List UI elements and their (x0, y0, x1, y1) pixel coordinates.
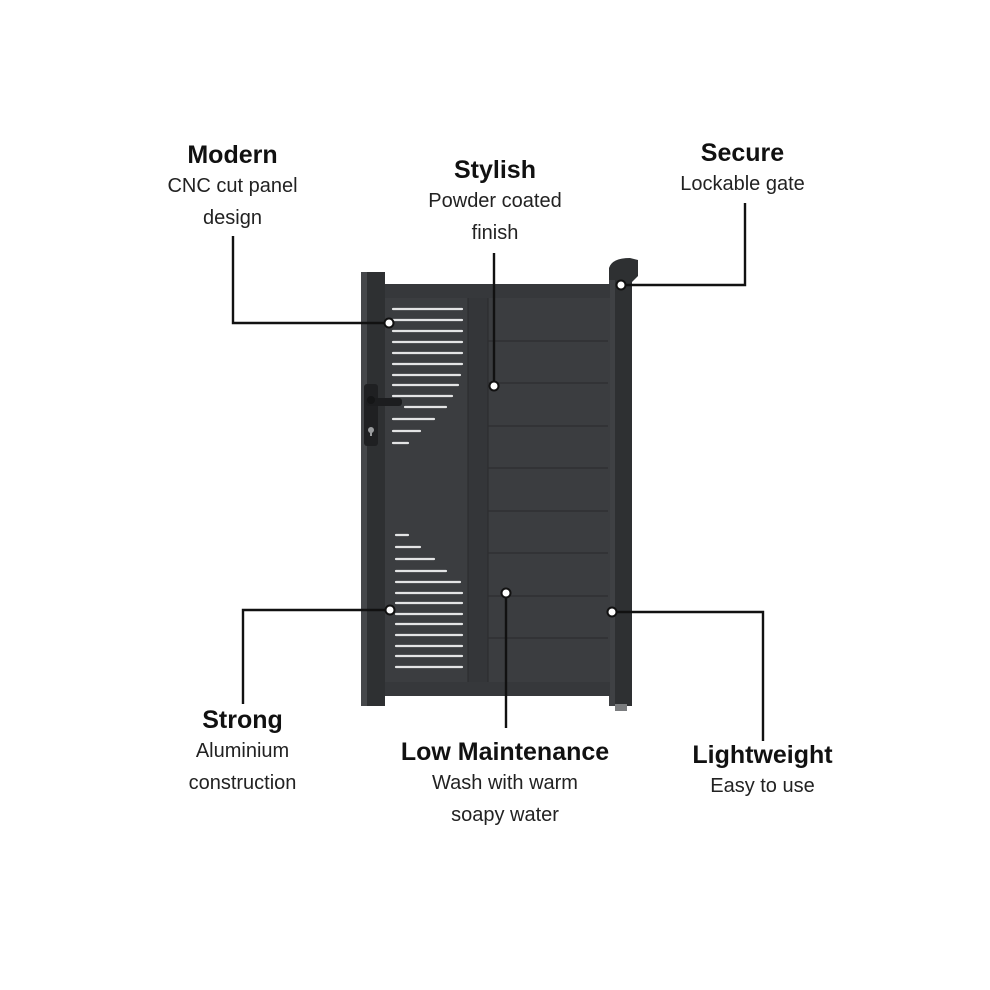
callout-desc-line1: Powder coated (428, 190, 562, 212)
leader-modern (231, 236, 389, 325)
callout-desc-line2: design (203, 207, 262, 229)
callout-desc-line1: Easy to use (710, 775, 815, 797)
leader-lines (231, 203, 765, 741)
callout-strong: Strong Aluminium construction (160, 705, 325, 799)
leader-dots (383, 279, 627, 618)
keyhole-icon (368, 427, 374, 436)
callout-desc-line2: soapy water (451, 804, 559, 826)
callout-lightweight: Lightweight Easy to use (675, 740, 850, 802)
callout-title: Modern (187, 141, 278, 169)
callout-title: Low Maintenance (400, 738, 610, 766)
cnc-slots-bottom (394, 533, 464, 669)
callout-desc-line2: finish (471, 222, 519, 244)
callout-title: Strong (202, 706, 283, 734)
cnc-slots-top (391, 307, 464, 445)
callout-title: Secure (700, 139, 785, 167)
callout-desc-line2: construction (188, 772, 297, 794)
callout-desc-line1: Aluminium (195, 740, 290, 762)
callout-desc-line1: Wash with warm (432, 772, 578, 794)
callout-desc-line1: Lockable gate (680, 173, 805, 195)
callout-title: Lightweight (692, 741, 833, 769)
gate-right-post (609, 258, 638, 706)
leader-strong (241, 608, 390, 704)
lever-handle-icon (364, 384, 402, 446)
callout-title: Stylish (454, 156, 536, 184)
callout-low-maintenance: Low Maintenance Wash with warm soapy wat… (380, 737, 630, 831)
leader-secure (621, 203, 747, 287)
callout-desc-line1: CNC cut panel (167, 175, 298, 197)
leader-light (612, 610, 765, 741)
callout-secure: Secure Lockable gate (655, 138, 830, 200)
callout-modern: Modern CNC cut panel design (140, 140, 325, 234)
callout-stylish: Stylish Powder coated finish (395, 155, 595, 249)
